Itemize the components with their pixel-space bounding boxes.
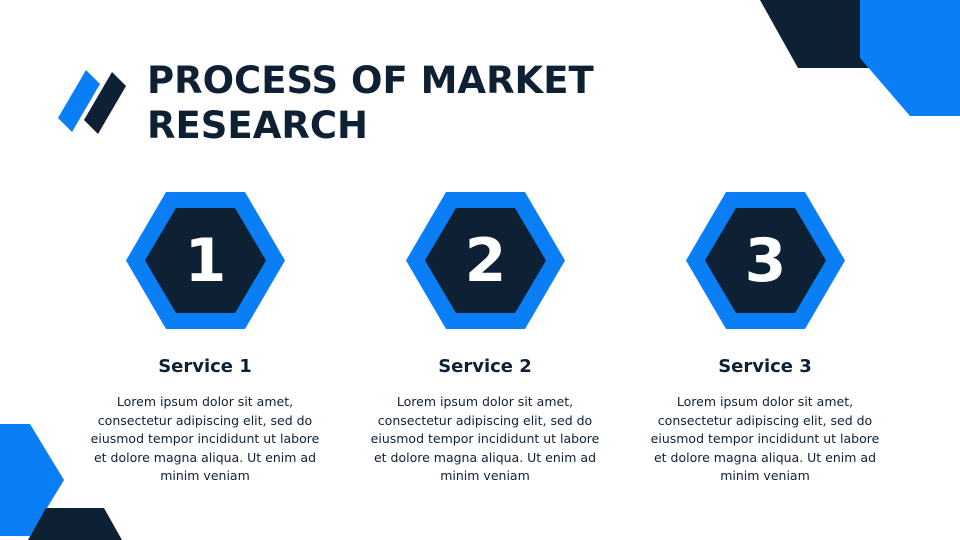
top-right-corner-decoration <box>760 0 960 116</box>
page-title: PROCESS OF MARKET RESEARCH <box>147 59 594 147</box>
hexagon-1-icon: 1 <box>125 192 285 329</box>
process-step-3: 3 Service 3 Lorem ipsum dolor sit amet, … <box>640 190 890 486</box>
process-step-1: 1 Service 1 Lorem ipsum dolor sit amet, … <box>80 190 330 486</box>
step-3-description: Lorem ipsum dolor sit amet, consectetur … <box>650 394 880 484</box>
logo-icon <box>58 70 126 134</box>
step-2-description: Lorem ipsum dolor sit amet, consectetur … <box>370 394 600 484</box>
step-2-title: Service 2 <box>438 356 532 377</box>
bottom-left-corner-decoration <box>0 424 122 540</box>
process-step-2: 2 Service 2 Lorem ipsum dolor sit amet, … <box>360 190 610 486</box>
step-3-title: Service 3 <box>718 356 812 377</box>
step-1-number: 1 <box>184 226 226 296</box>
hexagon-3-icon: 3 <box>685 192 845 329</box>
step-2-number: 2 <box>464 226 506 296</box>
step-1-title: Service 1 <box>158 356 252 377</box>
hexagon-2-icon: 2 <box>405 192 565 329</box>
step-1-description: Lorem ipsum dolor sit amet, consectetur … <box>90 394 320 484</box>
step-3-number: 3 <box>744 226 786 296</box>
